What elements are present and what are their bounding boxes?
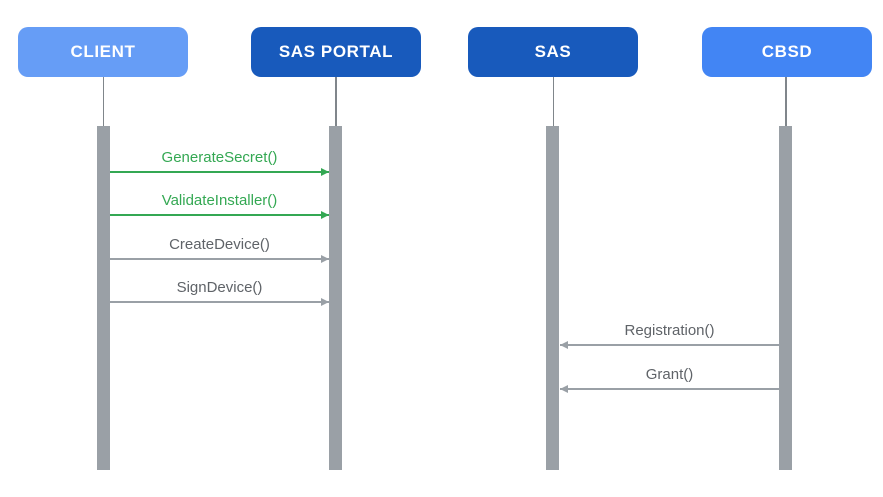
message-registration: Registration() bbox=[560, 322, 779, 349]
message-label: Registration() bbox=[624, 322, 715, 339]
message-label: CreateDevice() bbox=[169, 236, 270, 253]
lifeline-cbsd bbox=[785, 77, 787, 127]
actor-box-cbsd: CBSD bbox=[702, 27, 872, 77]
message-line bbox=[110, 258, 329, 260]
message-label: ValidateInstaller() bbox=[161, 192, 278, 209]
message-grant: Grant() bbox=[560, 366, 779, 393]
actor-box-client: CLIENT bbox=[18, 27, 188, 77]
actor-box-sas: SAS bbox=[468, 27, 638, 77]
arrowhead-left-icon bbox=[560, 340, 568, 349]
message-generate-secret: GenerateSecret() bbox=[110, 149, 329, 176]
message-create-device: CreateDevice() bbox=[110, 236, 329, 263]
lifeline-client bbox=[102, 77, 104, 127]
message-label: GenerateSecret() bbox=[161, 149, 278, 166]
message-line bbox=[110, 214, 329, 216]
activation-bar-sas bbox=[546, 126, 559, 470]
arrowhead-right-icon bbox=[321, 168, 329, 176]
message-sign-device: SignDevice() bbox=[110, 279, 329, 306]
arrowhead-left-icon bbox=[560, 384, 568, 393]
activation-bar-client bbox=[96, 126, 110, 470]
arrowhead-right-icon bbox=[321, 254, 329, 263]
activation-bar-cbsd bbox=[779, 126, 792, 470]
activation-bar-sas-portal bbox=[329, 126, 342, 470]
message-line bbox=[110, 301, 329, 303]
message-line bbox=[560, 344, 779, 346]
lifeline-sas-portal bbox=[335, 77, 337, 127]
message-line bbox=[110, 171, 329, 173]
message-label: Grant() bbox=[645, 366, 694, 383]
message-validate-installer: ValidateInstaller() bbox=[110, 192, 329, 219]
message-line bbox=[560, 388, 779, 390]
message-label: SignDevice() bbox=[176, 279, 263, 296]
arrowhead-right-icon bbox=[321, 211, 329, 219]
actor-box-sas-portal: SAS PORTAL bbox=[251, 27, 421, 77]
lifeline-sas bbox=[552, 77, 554, 127]
arrowhead-right-icon bbox=[321, 297, 329, 306]
